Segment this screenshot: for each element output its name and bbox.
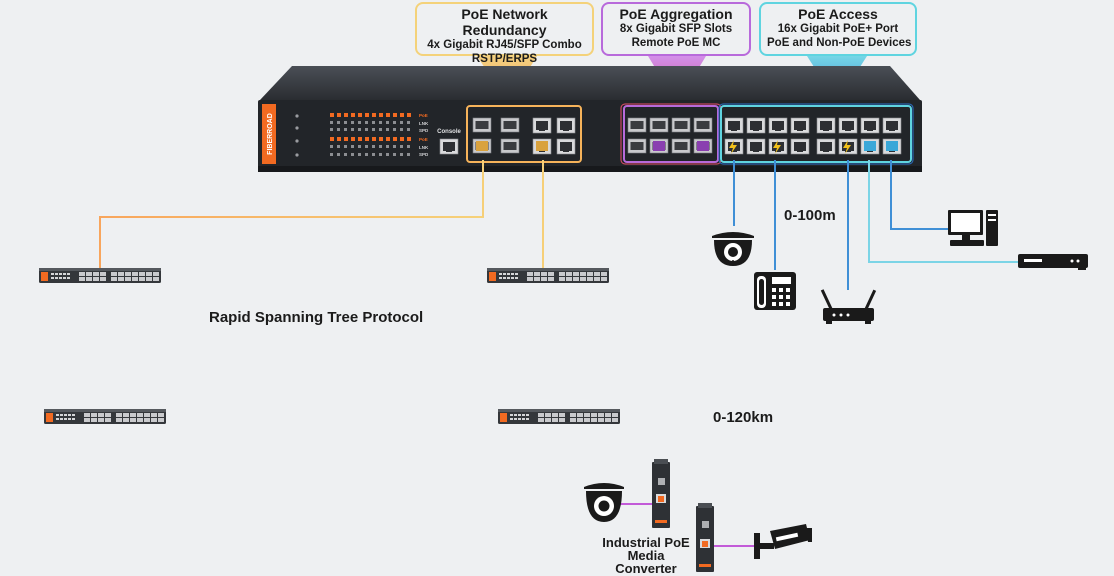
aggregation-callout: PoE Aggregation 8x Gigabit SFP Slots Rem… xyxy=(601,2,751,56)
fiber-distance-label: 0-120km xyxy=(713,409,774,426)
access-callout-line-2: PoE and Non-PoE Devices xyxy=(767,37,912,49)
access-port-group xyxy=(720,105,912,163)
dome-camera-icon xyxy=(712,232,754,266)
switch-brand-strip xyxy=(262,104,276,164)
redundancy-link-left xyxy=(99,160,484,268)
edge-switch-bottom-left xyxy=(44,409,166,424)
led-tag-lnk-bottom: LNK xyxy=(419,145,429,150)
access-link-desktop xyxy=(890,160,948,230)
aggregation-callout-line-2: Remote PoE MC xyxy=(631,37,721,49)
redundancy-callout-title: PoE Network Redundancy xyxy=(461,6,548,38)
wifi-router-icon xyxy=(820,289,877,324)
edge-switch-top-right xyxy=(487,268,609,283)
access-port-highlight xyxy=(718,103,914,165)
media-converter-label: Industrial PoE Media Converter xyxy=(602,535,690,576)
ip-phone-icon xyxy=(754,272,796,310)
rstp-label: Rapid Spanning Tree Protocol xyxy=(209,309,424,326)
dome-camera-icon xyxy=(584,483,624,522)
console-port[interactable] xyxy=(439,138,459,155)
copper-distance-label: 0-100m xyxy=(784,207,836,224)
media-converter-2 xyxy=(696,503,714,572)
aggregation-port-group xyxy=(623,105,719,163)
aggregation-callout-line-1: 8x Gigabit SFP Slots xyxy=(619,23,733,35)
nvr-recorder-icon xyxy=(1018,254,1088,270)
access-link-nvr xyxy=(868,160,1018,263)
main-switch: FIBERROAD PoE LNK SPD PoE LNK SPD Consol… xyxy=(258,66,922,172)
aggregation-callout-title: PoE Aggregation xyxy=(619,6,733,22)
media-converter-1 xyxy=(652,459,670,528)
access-callout: PoE Access 16x Gigabit PoE+ Port PoE and… xyxy=(759,2,917,56)
redundancy-callout-line-2: RSTP/ERPS xyxy=(471,53,538,65)
access-callout-line-1: 16x Gigabit PoE+ Port xyxy=(777,23,899,35)
led-tag-poe-bottom: PoE xyxy=(419,137,428,142)
switch-brand: FIBERROAD xyxy=(267,113,274,155)
edge-switch-top-left xyxy=(39,268,161,283)
edge-switch-bottom-right xyxy=(498,409,620,424)
redundancy-callout-line-1: 4x Gigabit RJ45/SFP Combo xyxy=(427,39,582,51)
access-callout-title: PoE Access xyxy=(798,6,878,22)
led-tag-lnk-top: LNK xyxy=(419,121,429,126)
desktop-computer-icon xyxy=(948,210,998,246)
bullet-camera-icon xyxy=(754,524,812,559)
led-tag-spd-bottom: SPD xyxy=(419,152,429,157)
redundancy-callout: PoE Network Redundancy 4x Gigabit RJ45/S… xyxy=(415,2,594,65)
led-tag-spd-top: SPD xyxy=(419,128,429,133)
console-label: Console xyxy=(437,129,461,135)
redundancy-port-group xyxy=(466,105,582,163)
led-tag-poe-top: PoE xyxy=(419,113,428,118)
